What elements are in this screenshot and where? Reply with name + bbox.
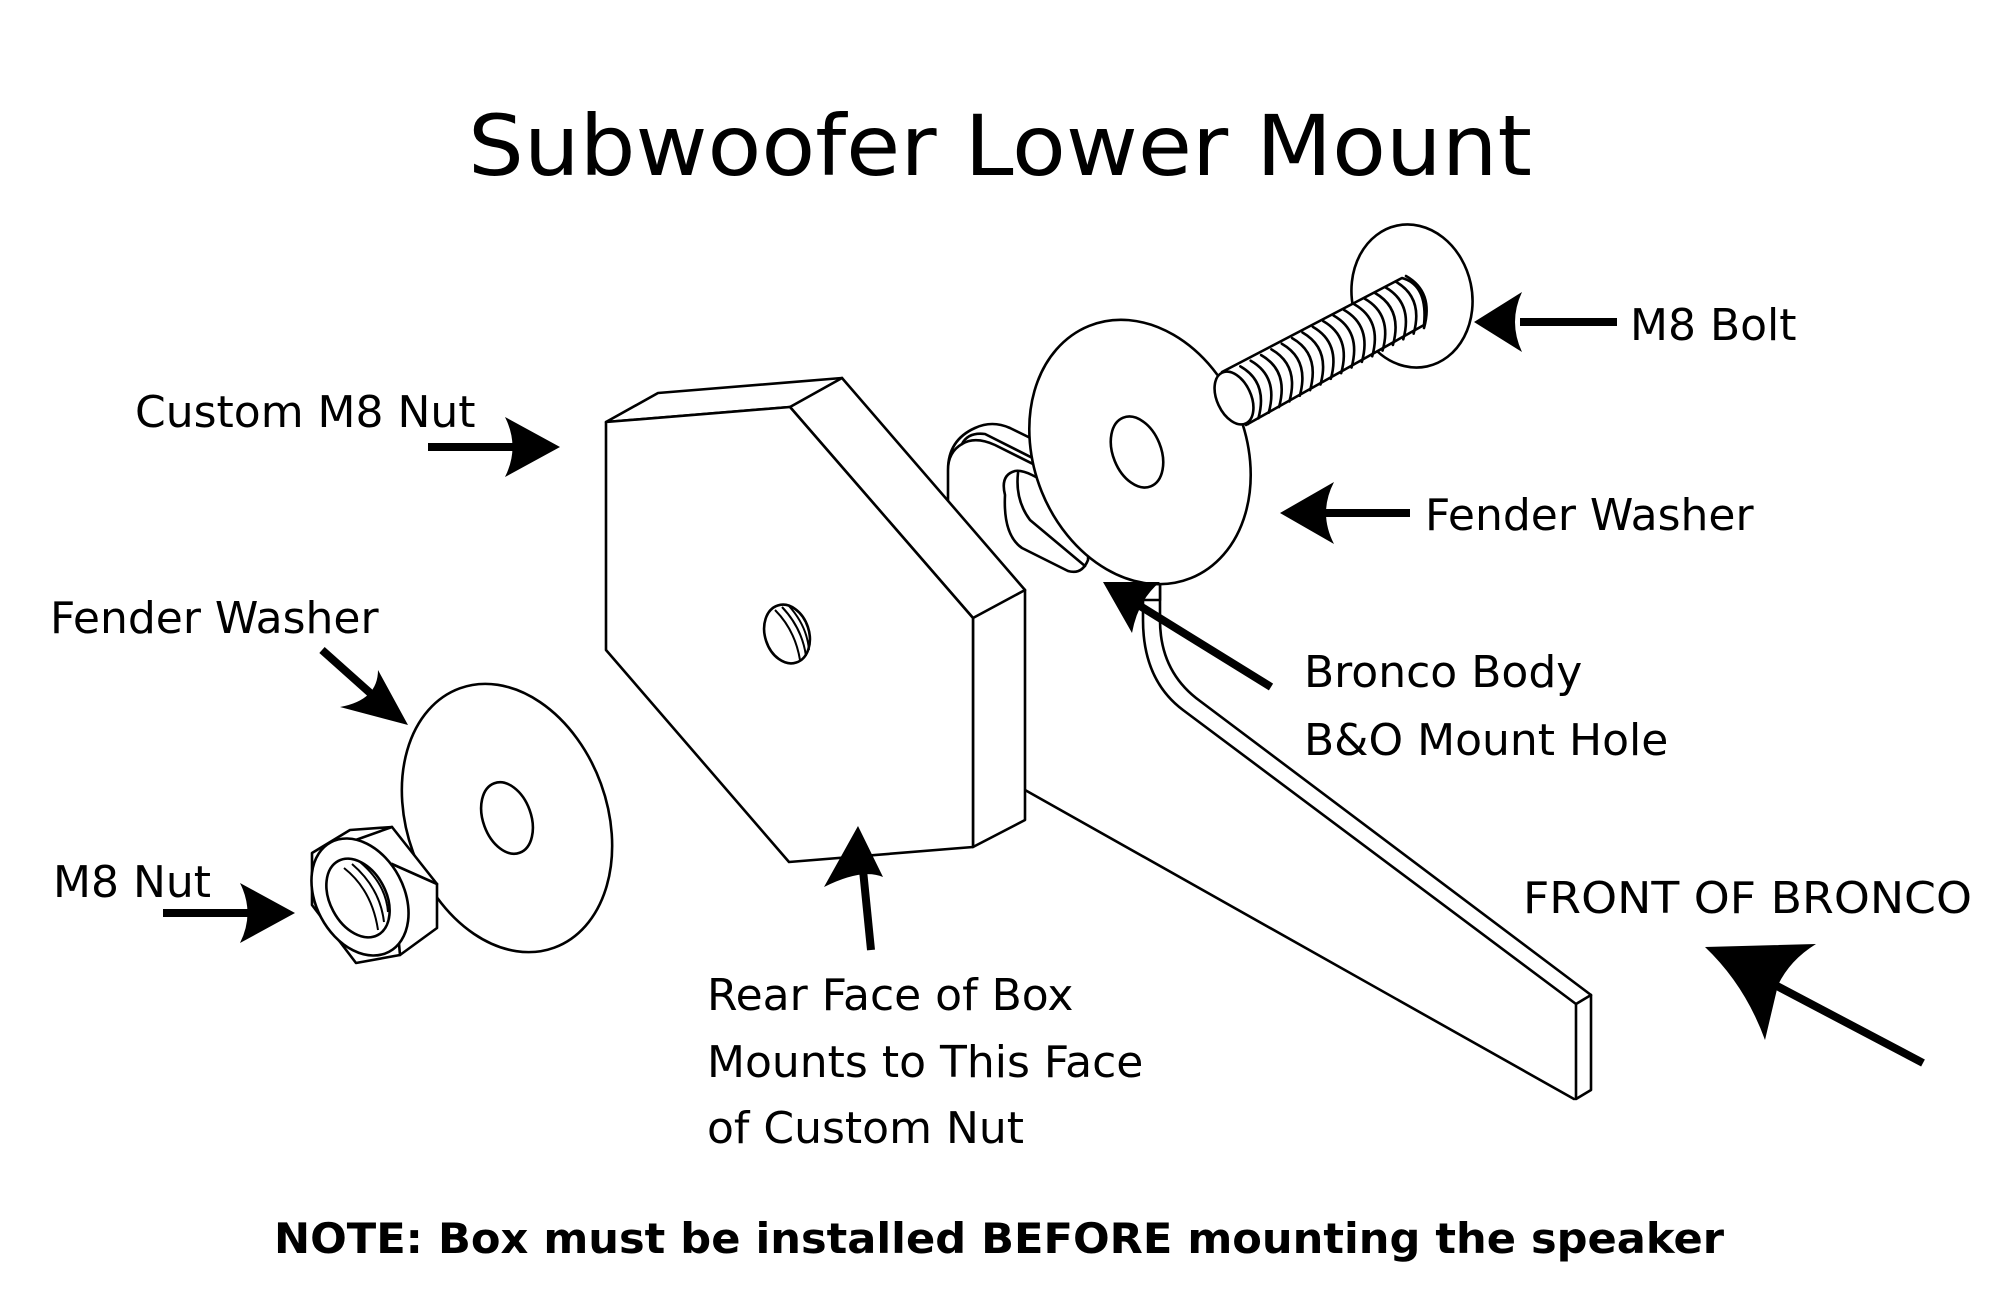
label-fender-washer-right: Fender Washer — [1425, 490, 1754, 541]
label-fender-washer-left: Fender Washer — [50, 593, 379, 644]
bolt-thread — [1311, 325, 1335, 381]
bolt-thread — [1239, 365, 1263, 420]
bolt-thread — [1290, 336, 1314, 392]
bolt-thread — [1259, 353, 1283, 409]
bolt-thread — [1352, 302, 1377, 358]
installation-note: NOTE: Box must be installed BEFORE mount… — [274, 1214, 1724, 1263]
bolt-thread — [1332, 314, 1356, 369]
label-m8-bolt: M8 Bolt — [1630, 300, 1797, 351]
threaded-hole — [762, 603, 812, 665]
diagram-title: Subwoofer Lower Mount — [468, 97, 1532, 195]
label-rear-face-line2: Mounts to This Face — [707, 1037, 1143, 1088]
arrow-rear-face — [824, 826, 883, 951]
m8-hex-nut — [310, 825, 439, 965]
arrow-m8-nut — [163, 883, 295, 943]
arrow-fender-washer-right — [1280, 482, 1410, 544]
arrow-m8-bolt — [1474, 292, 1617, 352]
arrow-custom-nut — [428, 417, 560, 477]
bolt-thread — [1270, 348, 1294, 403]
label-rear-face-line1: Rear Face of Box — [707, 970, 1073, 1021]
m8-bolt — [1213, 223, 1474, 427]
bolt-thread — [1301, 331, 1325, 386]
fender-washer-lower — [400, 682, 614, 954]
arrow-front-of-bronco — [1705, 944, 1925, 1067]
label-bronco-body-line2: B&O Mount Hole — [1304, 715, 1668, 766]
label-m8-nut: M8 Nut — [53, 857, 211, 908]
label-front-of-bronco: FRONT OF BRONCO — [1523, 873, 1972, 924]
bolt-thread — [1249, 359, 1273, 415]
bolt-thread — [1394, 280, 1418, 335]
fender-washer-upper — [1027, 318, 1253, 586]
bolt-thread — [1383, 285, 1408, 341]
arrow-fender-washer-left — [319, 647, 408, 725]
bolt-thread — [1363, 297, 1387, 352]
arrow-bronco-body — [1103, 582, 1274, 691]
bolt-thread — [1404, 274, 1428, 330]
label-bronco-body-line1: Bronco Body — [1304, 647, 1582, 698]
bolt-thread — [1342, 308, 1366, 364]
bolt-thread — [1280, 342, 1304, 398]
custom-m8-nut — [604, 376, 1027, 864]
bolt-thread — [1373, 291, 1397, 347]
label-custom-m8-nut: Custom M8 Nut — [135, 387, 476, 438]
label-rear-face-line3: of Custom Nut — [707, 1103, 1024, 1154]
bolt-thread — [1321, 319, 1346, 375]
